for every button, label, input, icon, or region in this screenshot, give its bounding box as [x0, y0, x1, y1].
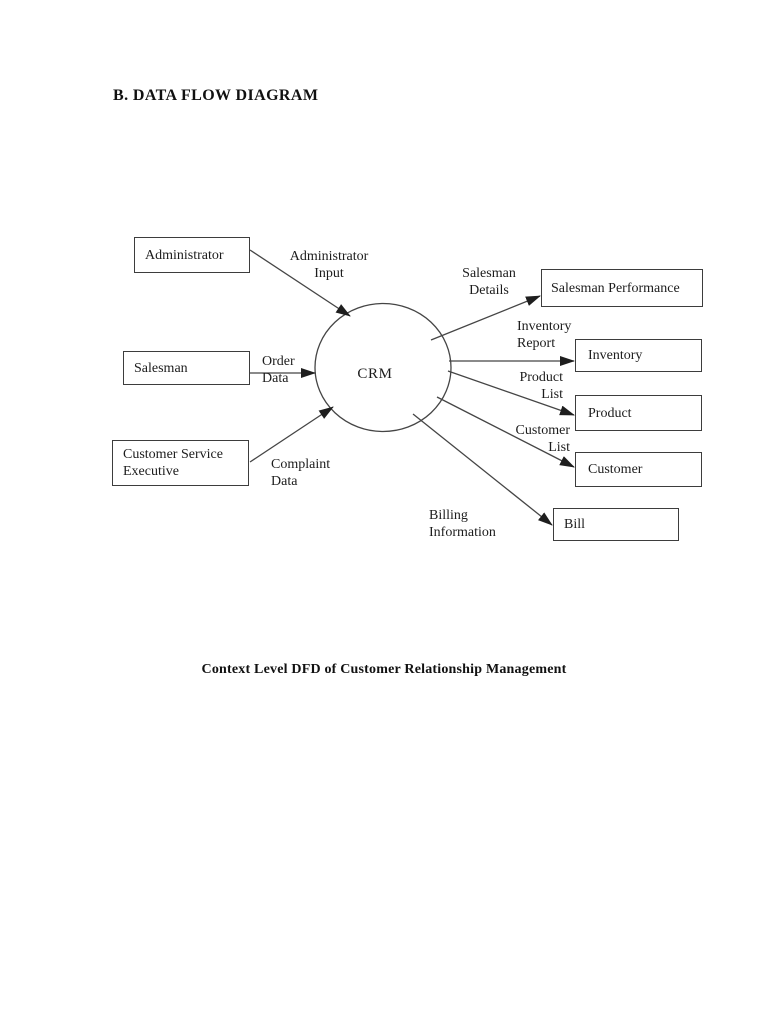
flow-label-order-data: Order Data — [262, 354, 295, 386]
flow-label-administrator-input: Administrator Input — [289, 249, 369, 281]
diagram-caption: Context Level DFD of Customer Relationsh… — [201, 662, 567, 677]
entity-inventory: Inventory — [575, 339, 702, 372]
entity-customer: Customer — [575, 452, 702, 487]
flow-label-inventory-report: Inventory Report — [517, 319, 572, 351]
flow-arrow-layer — [249, 249, 575, 526]
entity-administrator: Administrator — [134, 237, 250, 273]
entity-salesman-performance: Salesman Performance — [541, 269, 703, 307]
entity-label: Customer Service Executive — [123, 447, 223, 479]
page-title: B. DATA FLOW DIAGRAM — [113, 87, 319, 104]
flow-arrow-complaint-data — [249, 406, 334, 463]
process-crm-label: CRM — [357, 366, 393, 382]
entity-bill: Bill — [553, 508, 679, 541]
flow-arrow-billing-information — [412, 413, 553, 526]
entity-label: Bill — [564, 517, 586, 532]
process-circle — [314, 302, 452, 433]
entity-product: Product — [575, 395, 702, 431]
entity-label: Product — [588, 405, 632, 421]
entity-label: Salesman — [134, 360, 188, 376]
flow-arrow-customer-list — [436, 396, 575, 468]
entity-label: Administrator — [145, 247, 224, 263]
entity-customer-service-executive: Customer Service Executive — [112, 440, 249, 486]
flow-arrow-salesman-details — [430, 295, 541, 341]
flow-arrow-administrator-input — [249, 249, 351, 317]
flow-label-salesman-details: Salesman Details — [462, 266, 516, 298]
entity-label: Inventory — [588, 348, 643, 363]
dfd-context-diagram: Administrator Salesman Customer Service … — [112, 237, 703, 541]
entity-label: Customer — [588, 462, 643, 477]
entity-salesman: Salesman — [123, 351, 250, 385]
flow-label-billing-information: Billing Information — [429, 508, 496, 540]
flow-label-complaint-data: Complaint Data — [271, 457, 331, 489]
flow-label-product-list: Product List — [519, 370, 563, 402]
flow-label-customer-list: Customer List — [515, 423, 570, 455]
flow-arrow-product-list — [447, 370, 575, 416]
entity-label: Salesman Performance — [551, 280, 680, 296]
